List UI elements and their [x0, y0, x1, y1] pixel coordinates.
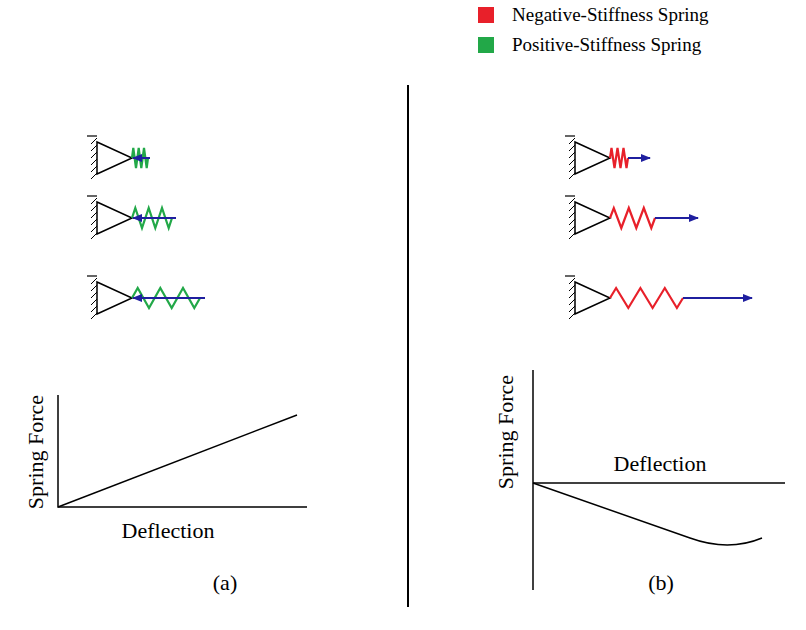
support-triangle: [575, 142, 610, 174]
hatch: [91, 299, 97, 305]
hatch: [91, 138, 97, 144]
support-triangle: [575, 202, 610, 234]
legend-swatch: [478, 7, 494, 23]
hatch: [91, 306, 97, 312]
support-triangle: [97, 282, 132, 314]
hatch: [91, 159, 97, 165]
wall-line: [87, 135, 97, 136]
hatch: [91, 313, 97, 319]
hatch: [91, 173, 97, 179]
axis-label: Spring Force: [494, 375, 518, 489]
force-arrow: [628, 157, 650, 159]
hatch: [569, 205, 575, 211]
hatch: [569, 159, 575, 165]
hatch: [91, 198, 97, 204]
force-arrow: [655, 217, 698, 219]
hatch: [569, 292, 575, 298]
hatch: [569, 226, 575, 232]
support-triangle: [97, 202, 132, 234]
wall-line: [87, 195, 97, 196]
hatch: [569, 306, 575, 312]
spring-coil: [610, 208, 655, 228]
hatch: [91, 292, 97, 298]
panel-label: (b): [648, 571, 674, 595]
divider: [407, 85, 409, 607]
support-symbols: [87, 136, 610, 319]
hatch: [91, 226, 97, 232]
wall-line: [87, 275, 97, 276]
hatch: [91, 219, 97, 225]
force-arrow: [683, 297, 752, 299]
legend-swatch: [478, 37, 494, 53]
hatch: [91, 152, 97, 158]
hatch: [569, 278, 575, 284]
hatch: [569, 152, 575, 158]
hatch: [569, 299, 575, 305]
legend-text: Negative-Stiffness Spring: [512, 5, 709, 26]
hatch: [569, 219, 575, 225]
springs: [132, 148, 683, 308]
support-triangle: [97, 142, 132, 174]
wall-line: [565, 275, 575, 276]
hatch: [91, 145, 97, 151]
spring-coil: [610, 148, 628, 168]
hatch: [569, 233, 575, 239]
hatch: [569, 166, 575, 172]
hatch: [569, 173, 575, 179]
hatch: [91, 285, 97, 291]
force-arrow: [133, 217, 176, 219]
hatch: [569, 138, 575, 144]
wall-line: [565, 195, 575, 196]
panel-label: (a): [213, 571, 237, 595]
force-arrow: [133, 157, 150, 159]
axis-label: Deflection: [122, 519, 215, 543]
hatch: [569, 198, 575, 204]
hatch: [569, 212, 575, 218]
hatch: [91, 205, 97, 211]
hatch: [91, 166, 97, 172]
graph-a: [58, 395, 307, 507]
hatch: [91, 278, 97, 284]
force-arrow: [133, 297, 205, 299]
support-triangle: [575, 282, 610, 314]
wall-line: [565, 135, 575, 136]
hatch: [91, 212, 97, 218]
hatch: [569, 313, 575, 319]
graph-b: [533, 370, 785, 590]
legend-text: Positive-Stiffness Spring: [512, 35, 701, 56]
spring-coil: [610, 288, 683, 308]
force-arrows: [133, 158, 752, 298]
axis-label: Spring Force: [24, 395, 48, 509]
hatch: [569, 145, 575, 151]
hatch: [91, 233, 97, 239]
axis-label: Deflection: [614, 452, 707, 476]
hatch: [569, 285, 575, 291]
